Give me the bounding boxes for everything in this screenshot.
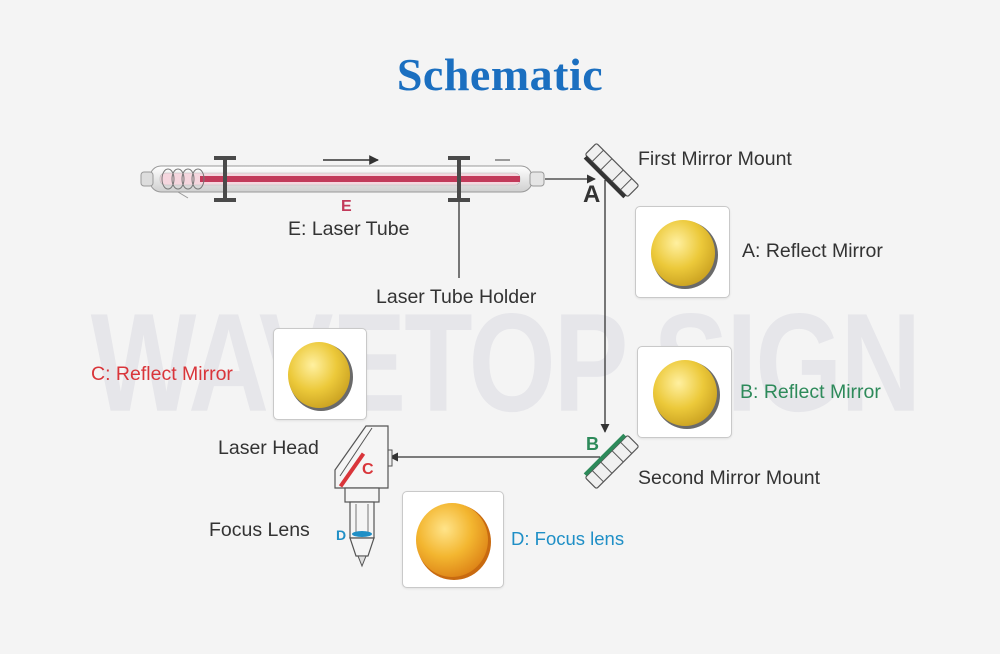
label-laser-head: Laser Head	[218, 437, 319, 459]
focus-lens-photo	[402, 491, 504, 588]
letter-b: B	[586, 434, 599, 454]
label-laser-tube-holder: Laser Tube Holder	[376, 286, 537, 308]
first-mirror-mount	[583, 143, 639, 199]
beam-path	[389, 174, 610, 462]
letter-a: A	[583, 181, 600, 208]
label-reflect-mirror-a: A: Reflect Mirror	[742, 240, 883, 262]
second-mirror-mount	[583, 433, 639, 489]
mirror-b-photo	[637, 346, 732, 438]
label-reflect-mirror-c: C: Reflect Mirror	[91, 363, 233, 385]
label-laser-tube: E: Laser Tube	[288, 218, 410, 240]
mirror-c-photo	[273, 328, 367, 420]
focus-lens-element	[352, 531, 372, 537]
label-first-mirror-mount: First Mirror Mount	[638, 148, 792, 170]
laser-head	[334, 425, 393, 568]
watermark-text: WAVETOP SIGN	[90, 284, 922, 441]
page-title: Schematic	[396, 49, 604, 100]
letter-c: C	[362, 461, 374, 478]
label-reflect-mirror-b: B: Reflect Mirror	[740, 381, 881, 403]
tube-beam-stripe	[200, 176, 520, 182]
label-second-mirror-mount: Second Mirror Mount	[638, 467, 821, 489]
label-focus-lens-d: D: Focus lens	[511, 528, 625, 549]
tube-holder-left	[214, 156, 236, 202]
mirror-a-photo	[635, 206, 730, 298]
laser-tube	[140, 159, 545, 199]
tube-holder-right	[448, 156, 470, 202]
letter-d: D	[336, 527, 346, 543]
cooling-coil	[161, 168, 205, 190]
label-focus-lens: Focus Lens	[209, 519, 310, 541]
letter-e: E	[341, 198, 352, 215]
